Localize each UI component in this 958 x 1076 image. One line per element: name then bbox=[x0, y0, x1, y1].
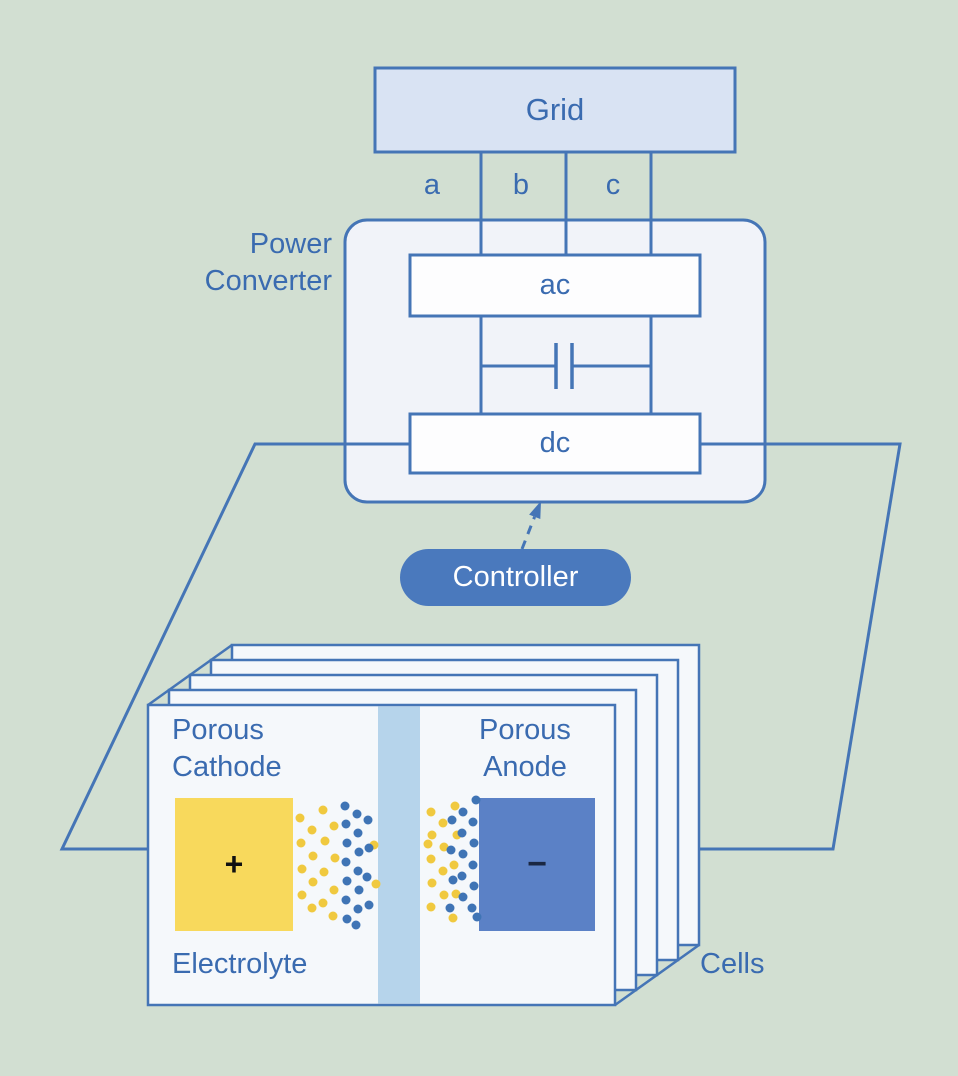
controller-label: Controller bbox=[452, 561, 579, 593]
electrolyte-label: Electrolyte bbox=[172, 948, 308, 980]
capacitor-symbol bbox=[481, 343, 651, 389]
ac-box bbox=[408, 253, 702, 318]
porous-cathode-label-line2: Cathode bbox=[172, 751, 282, 783]
power-converter-label-line1: Power bbox=[249, 228, 332, 260]
anode-side-blue-ions bbox=[445, 795, 482, 922]
phase-label-c: c bbox=[605, 168, 621, 201]
cathode-side-blue-ions bbox=[340, 801, 374, 930]
porous-cathode-label: Porous Cathode bbox=[172, 712, 282, 786]
separator-strip bbox=[378, 706, 420, 1004]
dc-box bbox=[408, 412, 702, 475]
controller-pill bbox=[400, 549, 631, 606]
phase-label-b: b bbox=[512, 168, 530, 201]
phase-label-a: a bbox=[423, 168, 441, 201]
dc-label: dc bbox=[539, 427, 571, 459]
power-converter-label-line2: Converter bbox=[204, 265, 332, 297]
cathode-block bbox=[175, 798, 293, 931]
stack-edge-bottom-right bbox=[614, 943, 700, 1007]
porous-cathode-label-line1: Porous bbox=[172, 714, 264, 746]
controller-arrowhead bbox=[529, 501, 541, 519]
grid-label: Grid bbox=[525, 92, 585, 127]
grid-box bbox=[373, 66, 737, 154]
porous-anode-label: Porous Anode bbox=[445, 712, 605, 786]
anode-minus-sign: − bbox=[527, 845, 547, 883]
porous-anode-label-line2: Anode bbox=[483, 751, 567, 783]
controller-arrow-line bbox=[520, 516, 536, 550]
power-converter-label: Power Converter bbox=[170, 226, 332, 300]
cathode-plus-sign: + bbox=[224, 846, 244, 882]
cells-label: Cells bbox=[700, 948, 765, 980]
stack-edge-top-left bbox=[147, 643, 233, 707]
ac-label: ac bbox=[539, 269, 571, 301]
anode-block bbox=[479, 798, 595, 931]
porous-anode-label-line1: Porous bbox=[479, 714, 571, 746]
anode-side-yellow-ions bbox=[423, 801, 462, 923]
